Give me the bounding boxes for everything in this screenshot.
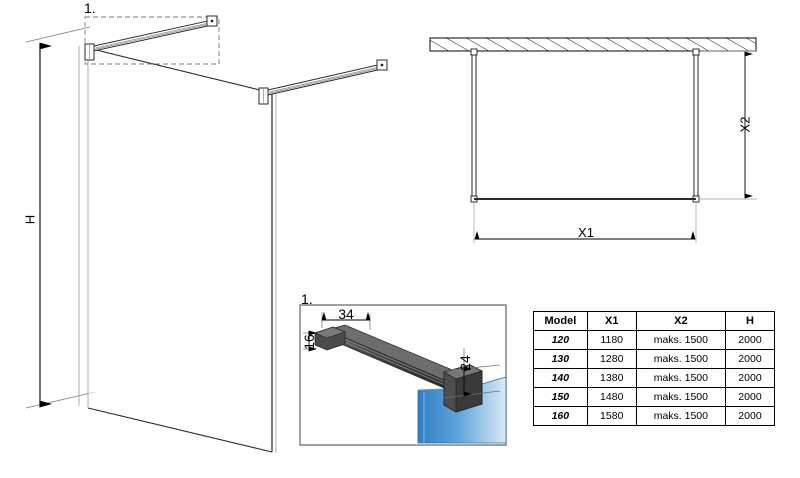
table-header-model: Model <box>533 311 588 331</box>
cell-model: 130 <box>533 349 588 369</box>
cell-h: 2000 <box>724 330 776 350</box>
detail-view <box>299 304 507 446</box>
detail-dim-24-label: 24 <box>457 355 473 371</box>
specification-table: Model X1 X2 H 120 1180 maks. 1500 2000 1… <box>533 311 776 426</box>
support-bar-right <box>258 59 388 105</box>
glass-panel <box>88 48 272 452</box>
cell-model: 120 <box>533 330 588 350</box>
table-header-h: H <box>724 311 776 331</box>
table-row: 140 1380 maks. 1500 2000 <box>533 368 776 388</box>
table-header-x2: X2 <box>635 311 726 331</box>
cell-x1: 1580 <box>586 406 637 426</box>
detail-marker-main: 1. <box>84 0 96 16</box>
width-dimension-label: X1 <box>578 225 594 240</box>
depth-dimension <box>700 50 757 200</box>
cell-x2: maks. 1500 <box>635 330 726 350</box>
cell-h: 2000 <box>724 349 776 369</box>
depth-dimension-label: X2 <box>737 116 753 133</box>
width-dimension <box>473 201 697 243</box>
cell-h: 2000 <box>724 406 776 426</box>
cell-h: 2000 <box>724 368 776 388</box>
detail-dim-24 <box>429 348 501 399</box>
detail-dim-16-label: 16 <box>301 334 317 350</box>
detail-dim-16 <box>303 330 318 352</box>
plan-support-bar-right <box>692 48 700 203</box>
detail-dim-34-label: 34 <box>338 306 354 322</box>
table-header-row: Model X1 X2 H <box>533 311 776 331</box>
cell-x1: 1280 <box>586 349 637 369</box>
table-row: 160 1580 maks. 1500 2000 <box>533 406 776 426</box>
cell-model: 160 <box>533 406 588 426</box>
cell-x1: 1380 <box>586 368 637 388</box>
table-row: 120 1180 maks. 1500 2000 <box>533 330 776 350</box>
cell-model: 150 <box>533 387 588 407</box>
wall-hatched <box>429 37 757 52</box>
height-dimension-label: H <box>22 214 38 225</box>
support-bar-left <box>84 15 218 61</box>
cell-h: 2000 <box>724 387 776 407</box>
cell-x2: maks. 1500 <box>635 406 726 426</box>
plan-support-bar-left <box>470 48 478 203</box>
cell-model: 140 <box>533 368 588 388</box>
plan-view <box>429 37 757 243</box>
table-row: 130 1280 maks. 1500 2000 <box>533 349 776 369</box>
table-row: 150 1480 maks. 1500 2000 <box>533 387 776 407</box>
table-header-x1: X1 <box>586 311 637 331</box>
cell-x1: 1180 <box>586 330 637 350</box>
detail-dim-34 <box>321 311 371 330</box>
height-dimension <box>25 26 96 409</box>
cell-x1: 1480 <box>586 387 637 407</box>
cell-x2: maks. 1500 <box>635 387 726 407</box>
elevation-view <box>25 15 388 453</box>
detail-callout-box-main <box>84 16 220 65</box>
detail-marker-box: 1. <box>301 291 313 307</box>
cell-x2: maks. 1500 <box>635 349 726 369</box>
cell-x2: maks. 1500 <box>635 368 726 388</box>
